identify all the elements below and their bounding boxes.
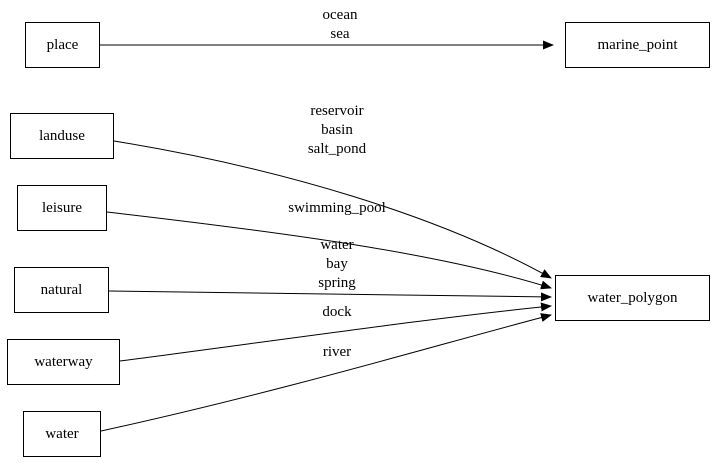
- node-water-label: water: [45, 425, 79, 442]
- node-water-polygon-label: water_polygon: [587, 289, 678, 306]
- node-waterway: waterway: [7, 339, 120, 385]
- node-leisure-label: leisure: [42, 199, 82, 216]
- node-water-polygon: water_polygon: [555, 275, 710, 321]
- node-natural: natural: [14, 267, 109, 313]
- node-place: place: [25, 22, 100, 68]
- edge-waterway-water_polygon: [119, 302, 552, 362]
- edge-label-reservoir-basin-salt-pond: reservoir basin salt_pond: [307, 103, 367, 157]
- node-place-label: place: [46, 36, 79, 53]
- node-landuse-label: landuse: [39, 127, 85, 144]
- edge-natural-water_polygon: [108, 290, 552, 302]
- edge-water-water_polygon: [100, 313, 552, 432]
- edge-label-swimming-pool: swimming_pool: [288, 200, 386, 216]
- edge-label-ocean-sea: ocean sea: [322, 7, 358, 42]
- edge-label-river: river: [322, 344, 352, 360]
- node-waterway-label: waterway: [34, 353, 93, 370]
- edge-leisure-water_polygon: [106, 211, 552, 290]
- edge-label-dock: dock: [322, 304, 352, 320]
- node-leisure: leisure: [17, 185, 107, 231]
- node-marine-point: marine_point: [565, 22, 710, 68]
- node-natural-label: natural: [40, 281, 83, 298]
- node-landuse: landuse: [10, 113, 114, 159]
- edge-label-water-bay-spring: water bay spring: [318, 237, 356, 291]
- edge-landuse-water_polygon: [113, 140, 552, 279]
- node-marine-point-label: marine_point: [597, 36, 678, 53]
- node-water: water: [23, 411, 101, 457]
